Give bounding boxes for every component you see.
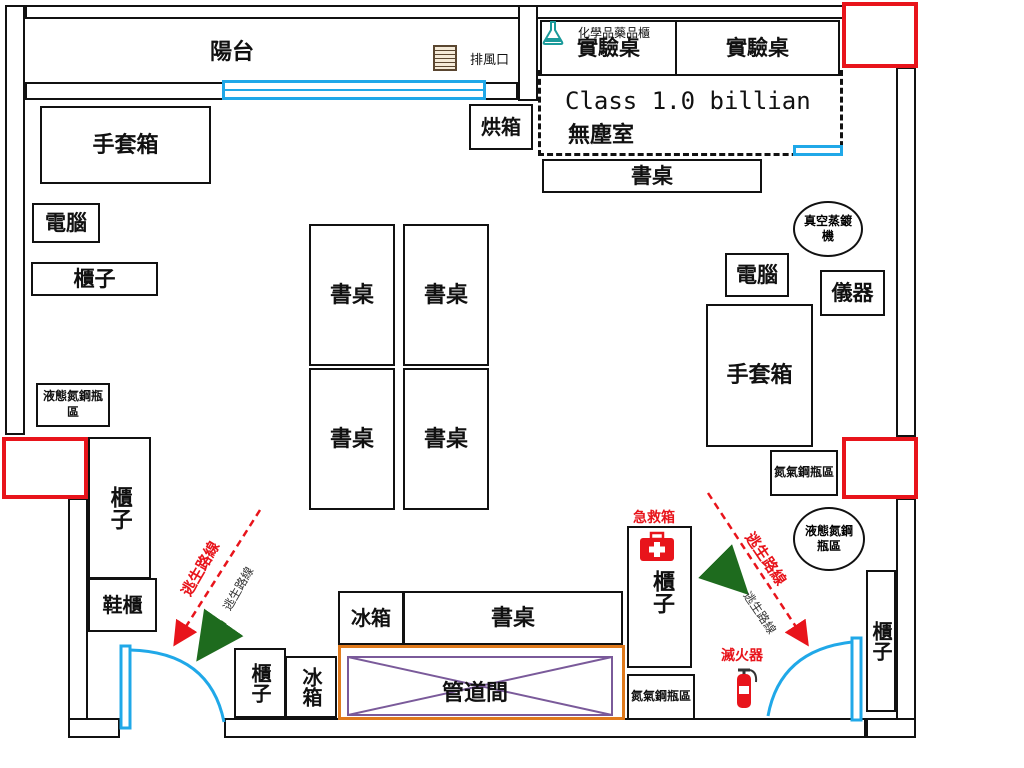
wall-bottom bbox=[224, 718, 866, 738]
first-aid-icon bbox=[638, 531, 676, 563]
glovebox-left: 手套箱 bbox=[40, 106, 211, 184]
lab-bench-1: 實驗桌 bbox=[540, 20, 677, 76]
cleanroom-window bbox=[793, 145, 843, 156]
computer-right: 電腦 bbox=[725, 253, 789, 297]
wall-bottom-right-stub bbox=[866, 718, 916, 738]
cabinet-far-right: 櫃子 bbox=[866, 570, 896, 712]
exhaust-label: 排風口 bbox=[470, 53, 510, 68]
flask-icon bbox=[542, 20, 564, 46]
fridge-1: 冰箱 bbox=[338, 591, 404, 645]
glovebox-right: 手套箱 bbox=[706, 304, 813, 447]
exhaust-icon bbox=[433, 45, 457, 71]
desk-a: 書桌 bbox=[309, 224, 395, 366]
cleanroom-boundary bbox=[538, 70, 843, 156]
n2-area-right: 氮氣鋼瓶區 bbox=[770, 450, 838, 496]
desk-c: 書桌 bbox=[309, 368, 395, 510]
fridge-2: 冰箱 bbox=[285, 656, 337, 718]
wall-left bbox=[5, 5, 25, 435]
window-divider bbox=[222, 89, 486, 91]
ln2-area-left: 液態氮鋼瓶區 bbox=[36, 383, 110, 427]
wall-top bbox=[25, 5, 845, 19]
computer-left: 電腦 bbox=[32, 203, 100, 243]
lab-bench-2: 實驗桌 bbox=[675, 20, 840, 76]
cabinet-left-tall: 櫃子 bbox=[88, 437, 151, 579]
cabinet-firstaid-label: 櫃子 bbox=[649, 570, 675, 614]
cabinet-firstaid bbox=[627, 526, 692, 668]
oven: 烘箱 bbox=[469, 104, 533, 150]
extinguisher-label: 滅火器 bbox=[721, 648, 763, 664]
balcony-label: 陽台 bbox=[210, 39, 255, 65]
wall-left-lower bbox=[68, 498, 88, 738]
pillar-top-right bbox=[842, 2, 918, 68]
chem-cabinet-label: 化學品藥品櫃 bbox=[578, 26, 651, 40]
cabinet-bottom: 櫃子 bbox=[234, 648, 286, 718]
ln2-area-right: 液態氮鋼瓶區 bbox=[793, 507, 865, 571]
desk-top: 書桌 bbox=[542, 159, 762, 193]
desk-d: 書桌 bbox=[403, 368, 489, 510]
shoe-cabinet: 鞋櫃 bbox=[88, 578, 157, 632]
first-aid-label: 急救箱 bbox=[633, 510, 675, 526]
instrument: 儀器 bbox=[820, 270, 885, 316]
escape-label-left-gray: 逃生路線 bbox=[220, 564, 257, 614]
pillar-mid-right bbox=[842, 437, 918, 499]
cleanroom-class: Class 1.0 billian bbox=[565, 87, 811, 115]
escape-label-right-red: 逃生路線 bbox=[741, 528, 790, 589]
n2-area-bottom: 氮氣鋼瓶區 bbox=[627, 674, 695, 720]
wall-right-upper bbox=[896, 67, 916, 437]
cabinet-left: 櫃子 bbox=[31, 262, 158, 296]
cleanroom-name: 無塵室 bbox=[568, 122, 635, 148]
escape-label-left-red: 逃生路線 bbox=[177, 538, 224, 600]
extinguisher-icon bbox=[730, 664, 760, 710]
pillar-mid-left bbox=[2, 437, 88, 499]
desk-b: 書桌 bbox=[403, 224, 489, 366]
pipe-room-label: 管道間 bbox=[442, 680, 509, 706]
wall-right-lower bbox=[896, 498, 916, 738]
vacuum-evaporator: 真空蒸鍍機 bbox=[793, 201, 863, 257]
escape-label-right-gray: 逃生路線 bbox=[740, 588, 779, 637]
desk-bottom: 書桌 bbox=[403, 591, 623, 645]
wall-balcony-divider bbox=[518, 5, 538, 101]
wall-bottom-left-stub bbox=[68, 718, 120, 738]
